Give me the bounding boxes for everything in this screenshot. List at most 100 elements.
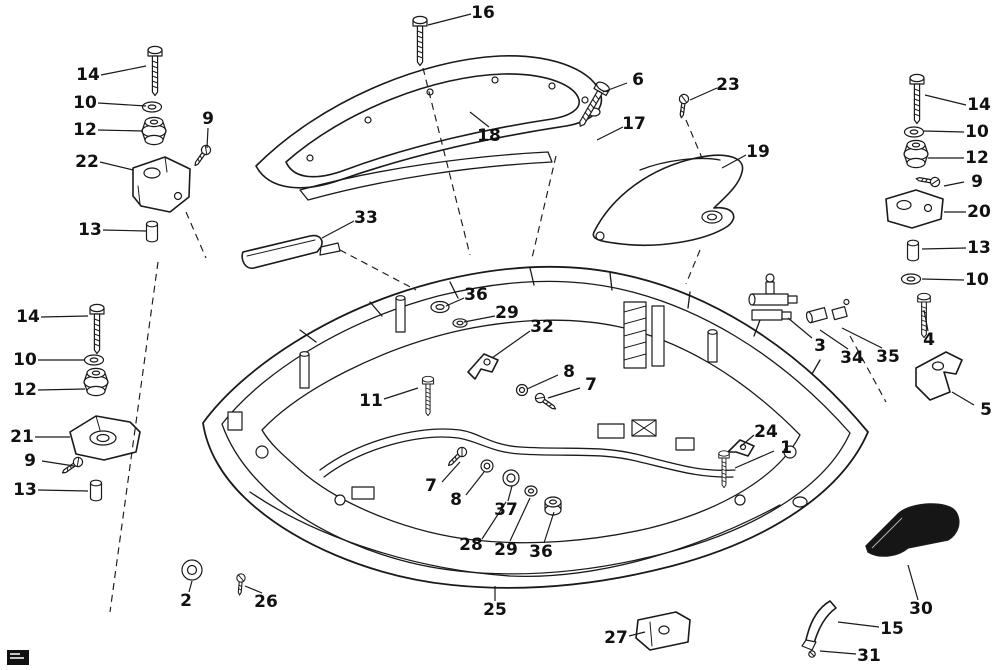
part-20-bracket bbox=[885, 189, 944, 229]
callout-29-a: 29 bbox=[495, 303, 519, 323]
callout-24: 24 bbox=[754, 422, 778, 442]
part-36-grommet-upper bbox=[430, 300, 450, 314]
part-29-washer-lower bbox=[524, 485, 538, 497]
part-21-bracket bbox=[69, 415, 141, 461]
callout-14-a: 14 bbox=[76, 65, 100, 85]
callout-7-a: 7 bbox=[585, 375, 597, 395]
callout-35: 35 bbox=[876, 347, 900, 367]
callout-11: 11 bbox=[359, 391, 383, 411]
callout-1: 1 bbox=[780, 438, 792, 458]
brand-logo bbox=[7, 650, 29, 665]
part-10-washer-top-left bbox=[141, 101, 163, 113]
callout-28: 28 bbox=[459, 535, 483, 555]
part-8-washer-upper bbox=[515, 383, 529, 397]
part-27-latch bbox=[635, 611, 691, 651]
part-24-clamp bbox=[727, 439, 755, 457]
cable-harness bbox=[319, 419, 736, 478]
part-10-washer-right bbox=[903, 126, 925, 138]
callout-8-a: 8 bbox=[563, 362, 575, 382]
callout-18: 18 bbox=[477, 126, 501, 146]
callout-13-a: 13 bbox=[78, 220, 102, 240]
callout-2: 2 bbox=[180, 591, 192, 611]
callout-36-b: 36 bbox=[529, 542, 553, 562]
callout-5: 5 bbox=[980, 400, 992, 420]
part-37-ring bbox=[502, 469, 520, 487]
part-32-clip bbox=[467, 353, 499, 380]
callout-12-a: 12 bbox=[73, 120, 97, 140]
callout-14-c: 14 bbox=[16, 307, 40, 327]
part-34-connector bbox=[805, 307, 828, 324]
part-10-washer-right-lower bbox=[900, 273, 922, 285]
callout-31: 31 bbox=[857, 646, 881, 666]
part-33-rod bbox=[241, 234, 341, 269]
callout-7-b: 7 bbox=[425, 476, 437, 496]
part-13-pin-right bbox=[906, 239, 920, 262]
callout-3: 3 bbox=[814, 336, 826, 356]
callout-23: 23 bbox=[716, 75, 740, 95]
callout-32: 32 bbox=[530, 317, 554, 337]
part-13-pin-left bbox=[89, 479, 103, 502]
callout-9-c: 9 bbox=[24, 451, 36, 471]
callout-6: 6 bbox=[632, 70, 644, 90]
callout-27: 27 bbox=[604, 628, 628, 648]
callout-34: 34 bbox=[840, 348, 864, 368]
callout-15: 15 bbox=[880, 619, 904, 639]
part-36-grommet-lower bbox=[544, 496, 562, 516]
callout-26: 26 bbox=[254, 592, 278, 612]
part-23-screw bbox=[676, 93, 690, 120]
part-9-screw-right bbox=[914, 173, 941, 188]
part-19-side-cover bbox=[592, 154, 744, 246]
part-12-grommet-right bbox=[903, 139, 929, 169]
callout-10-a: 10 bbox=[73, 93, 97, 113]
callout-4: 4 bbox=[923, 330, 935, 350]
part-7-screw-upper bbox=[532, 390, 559, 414]
callout-37: 37 bbox=[494, 500, 518, 520]
callout-17: 17 bbox=[622, 114, 646, 134]
callout-33: 33 bbox=[354, 208, 378, 228]
part-22-bracket bbox=[132, 156, 191, 213]
part-1-bolt bbox=[718, 450, 730, 489]
callout-19: 19 bbox=[746, 142, 770, 162]
mount-post bbox=[299, 295, 718, 389]
part-16-bolt bbox=[412, 15, 428, 67]
part-14-bolt-left bbox=[89, 303, 105, 355]
part-31-screw bbox=[808, 650, 816, 658]
callout-20: 20 bbox=[967, 202, 991, 222]
callout-22: 22 bbox=[75, 152, 99, 172]
callout-12-c: 12 bbox=[13, 380, 37, 400]
part-10-washer-left bbox=[83, 354, 105, 366]
part-18-support-handle bbox=[255, 55, 603, 201]
callout-10-d: 10 bbox=[13, 350, 37, 370]
part-14-bolt-top-left bbox=[147, 45, 163, 97]
part-30-handle-grip bbox=[865, 503, 960, 557]
cover-slot bbox=[623, 301, 665, 369]
part-3-connector-assembly bbox=[748, 273, 798, 321]
part-29-washer-upper bbox=[452, 318, 468, 328]
callout-10-c: 10 bbox=[965, 270, 989, 290]
callout-12-b: 12 bbox=[965, 148, 989, 168]
callout-10-b: 10 bbox=[965, 122, 989, 142]
part-5-bracket bbox=[915, 351, 963, 401]
callout-16: 16 bbox=[471, 3, 495, 23]
part-14-bolt-right bbox=[909, 73, 925, 125]
part-9-screw-top-left bbox=[190, 142, 214, 169]
part-12-grommet-top-left bbox=[141, 116, 167, 146]
callout-labels: 16 14 10 12 22 9 13 6 23 18 17 19 14 10 … bbox=[10, 3, 992, 666]
leader-lines bbox=[35, 13, 975, 655]
part-15-bracket bbox=[801, 600, 837, 651]
callout-29-b: 29 bbox=[494, 540, 518, 560]
callout-9-b: 9 bbox=[971, 172, 983, 192]
callout-36-a: 36 bbox=[464, 285, 488, 305]
alignment-dashes bbox=[109, 67, 887, 613]
callout-13-b: 13 bbox=[967, 238, 991, 258]
part-26-screw bbox=[234, 572, 247, 596]
part-2-grommet bbox=[181, 559, 203, 581]
callout-30: 30 bbox=[909, 599, 933, 619]
part-13-pin-top-left bbox=[145, 220, 159, 243]
part-8-washer-lower bbox=[480, 459, 494, 473]
part-12-grommet-left bbox=[83, 367, 109, 397]
part-11-bolt bbox=[421, 375, 435, 417]
callout-13-c: 13 bbox=[13, 480, 37, 500]
